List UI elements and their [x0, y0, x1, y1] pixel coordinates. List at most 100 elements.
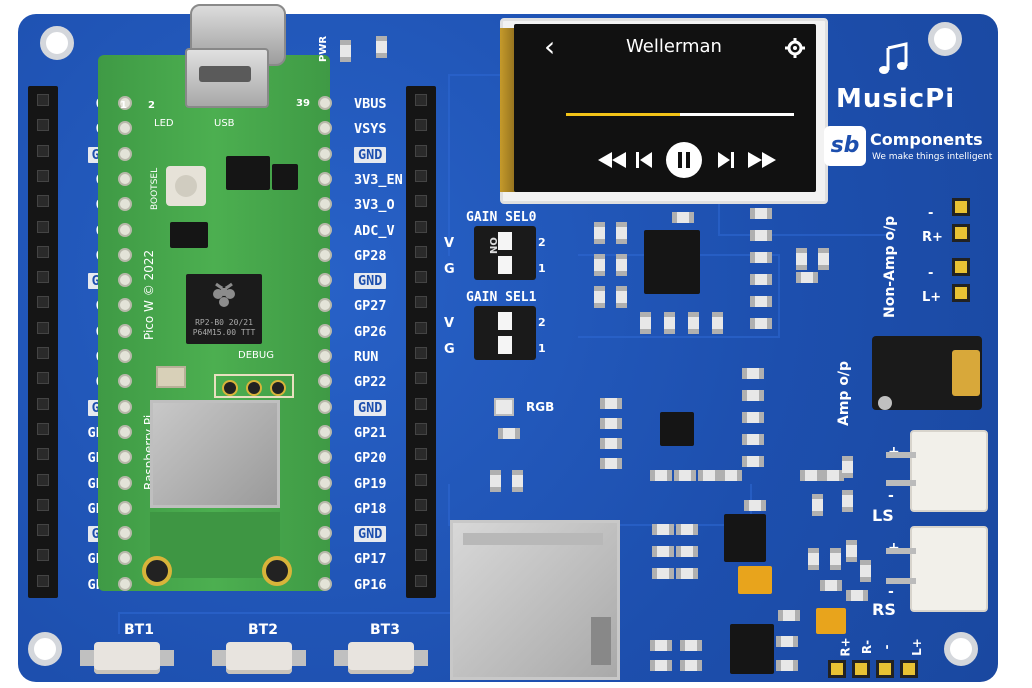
header-pin[interactable] [415, 422, 427, 435]
castellated-pad [318, 298, 332, 313]
castellated-pad [118, 323, 132, 338]
debug-header[interactable] [214, 374, 294, 398]
dip-toggle[interactable] [498, 256, 512, 274]
non-amp-pin[interactable] [952, 258, 970, 276]
castellated-pad [118, 349, 132, 363]
gain-sel1-dip-switch[interactable] [474, 306, 536, 360]
header-pin[interactable] [37, 119, 49, 132]
rewind-icon[interactable] [596, 152, 630, 168]
pico-mount-hole [262, 556, 292, 586]
non-amp-pin[interactable] [952, 224, 970, 242]
header-pin[interactable] [415, 245, 427, 258]
dip-toggle[interactable] [498, 336, 512, 354]
pin-label-3v3-o: 3V3_O [354, 197, 395, 214]
header-pin[interactable] [37, 245, 49, 258]
dip-toggle[interactable] [498, 232, 512, 250]
smd-component [742, 456, 764, 467]
header-pin[interactable] [37, 271, 49, 284]
pin-label-gp28: GP28 [354, 247, 387, 264]
header-pin[interactable] [415, 119, 427, 132]
header-pin[interactable] [37, 220, 49, 233]
ic-chip [730, 624, 774, 674]
smd-component [698, 470, 720, 481]
header-pin[interactable] [415, 397, 427, 410]
pin-label-adc-v: ADC_V [354, 222, 395, 239]
bt1-button[interactable] [80, 638, 174, 678]
previous-icon[interactable] [636, 152, 654, 168]
header-pin[interactable] [415, 524, 427, 537]
header-pin[interactable] [37, 574, 49, 587]
header-pin[interactable] [415, 372, 427, 385]
next-icon[interactable] [716, 152, 734, 168]
fast-forward-icon[interactable] [746, 152, 780, 168]
header-pin[interactable] [415, 296, 427, 309]
pico-model-label: Pico W © 2022 [142, 250, 156, 340]
audio-jack[interactable] [872, 336, 982, 410]
header-pin[interactable] [37, 195, 49, 208]
right-speaker-connector[interactable] [886, 526, 988, 612]
smd-component [842, 456, 853, 478]
header-pin[interactable] [37, 144, 49, 157]
header-pin[interactable] [415, 347, 427, 359]
back-icon[interactable]: ‹ [544, 30, 556, 63]
dip-2-label: 2 [538, 236, 546, 249]
bottom-output-pin[interactable] [828, 660, 846, 678]
bootsel-button[interactable] [166, 166, 206, 206]
header-pin[interactable] [37, 524, 49, 537]
header-pin[interactable] [37, 94, 49, 106]
pwr-label: PWR [318, 35, 329, 62]
smd-component [842, 490, 853, 512]
non-amp-pin[interactable] [952, 198, 970, 216]
gear-icon[interactable] [785, 38, 805, 58]
smd-component [490, 470, 501, 492]
bottom-output-pin[interactable] [876, 660, 894, 678]
header-pin[interactable] [37, 549, 49, 562]
dip-g-label: G [444, 262, 455, 277]
header-pin[interactable] [415, 195, 427, 208]
header-pin[interactable] [415, 574, 427, 587]
bt3-button[interactable] [334, 638, 428, 678]
castellated-pad [118, 576, 132, 591]
castellated-pad [118, 171, 132, 186]
micro-usb-connector[interactable] [185, 48, 269, 108]
header-pin[interactable] [37, 321, 49, 334]
smd-component [744, 500, 766, 511]
smd-component [616, 222, 627, 244]
header-pin[interactable] [415, 220, 427, 233]
left-speaker-connector[interactable] [886, 430, 988, 512]
amp-label: Amp o/p [836, 360, 852, 426]
header-pin[interactable] [37, 422, 49, 435]
header-pin[interactable] [415, 271, 427, 284]
bt2-button[interactable] [212, 638, 306, 678]
header-pin[interactable] [37, 473, 49, 486]
bottom-output-pin[interactable] [900, 660, 918, 678]
header-pin[interactable] [415, 498, 427, 511]
header-pin[interactable] [415, 448, 427, 461]
header-pin[interactable] [37, 498, 49, 511]
header-pin[interactable] [37, 347, 49, 359]
bottom-output-pin[interactable] [852, 660, 870, 678]
header-pin[interactable] [415, 549, 427, 562]
wifi-shield-can [150, 400, 280, 508]
progress-track[interactable] [566, 113, 794, 116]
header-pin[interactable] [37, 296, 49, 309]
smd-component [800, 470, 822, 481]
pause-icon[interactable] [666, 142, 702, 178]
header-pin[interactable] [37, 448, 49, 461]
non-amp-pin[interactable] [952, 284, 970, 302]
header-pin[interactable] [415, 169, 427, 182]
header-pin[interactable] [415, 321, 427, 334]
gain-sel0-dip-switch[interactable] [474, 226, 536, 280]
header-pin[interactable] [37, 169, 49, 182]
r-plus-label: R+ [922, 230, 943, 245]
header-pin[interactable] [415, 473, 427, 486]
header-pin[interactable] [415, 94, 427, 106]
header-pin[interactable] [37, 397, 49, 410]
microsd-card-slot[interactable] [450, 520, 620, 680]
header-pin[interactable] [37, 372, 49, 385]
crystal [156, 366, 186, 388]
castellated-pad [118, 526, 132, 541]
header-pin[interactable] [415, 144, 427, 157]
dip-toggle[interactable] [498, 312, 512, 330]
castellated-pad [118, 197, 132, 212]
